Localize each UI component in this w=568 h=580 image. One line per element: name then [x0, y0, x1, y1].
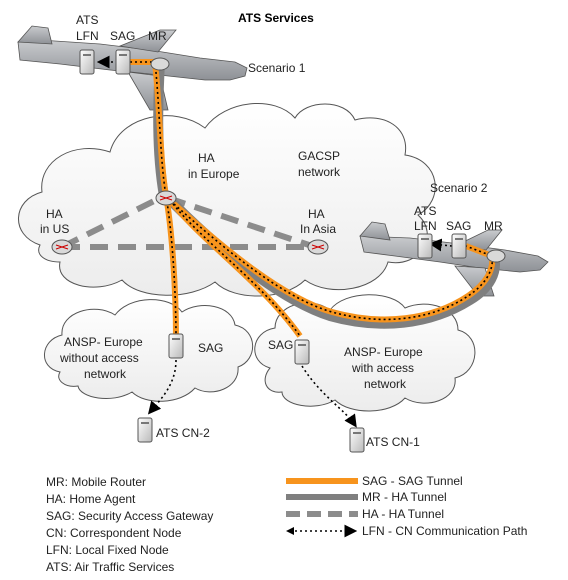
abbreviations-list: MR: Mobile Router HA: Home Agent SAG: Se…	[46, 475, 213, 574]
ha-europe-to-asia-tunnel	[167, 195, 316, 250]
legend: SAG - SAG Tunnel MR - HA Tunnel HA - HA …	[286, 474, 527, 538]
sag2-server-icon	[451, 233, 467, 259]
gacsp-network-cloud	[18, 103, 436, 297]
ha-asia-line2: In Asia	[300, 222, 336, 236]
lfn-cn-paths	[96, 55, 494, 428]
ha-europe-line2: in Europe	[188, 167, 240, 181]
ansp-left-sag-label: SAG	[198, 341, 223, 355]
sag-to-cn2-arrow	[147, 359, 177, 415]
scenario1-mr-label: MR	[148, 29, 167, 43]
cn2-server-icon	[137, 417, 153, 443]
ansp-right-line2: with access	[351, 361, 414, 375]
ha-us-line2: in US	[40, 222, 69, 236]
scenario2-label: Scenario 2	[430, 181, 488, 195]
abbrev-item: SAG: Security Access Gateway	[46, 509, 213, 523]
scenario2-lfn-label: LFN	[414, 219, 437, 233]
scenario2-sag-label: SAG	[446, 219, 471, 233]
legend-label: SAG - SAG Tunnel	[362, 474, 463, 488]
ansp-right-line3: network	[364, 377, 407, 391]
ansp-left-line1: ANSP- Europe	[64, 335, 143, 349]
scenario1-label: Scenario 1	[248, 61, 306, 75]
sag-to-cn1-arrow	[301, 365, 357, 428]
ha-us-router-icon	[51, 239, 73, 255]
cn1-label: ATS CN-1	[366, 435, 420, 449]
ansp-right-sag-label: SAG	[268, 338, 293, 352]
mr2-router-icon	[486, 249, 506, 263]
sag-ansp-right-server-icon	[294, 339, 310, 365]
abbrev-item: LFN: Local Fixed Node	[46, 543, 169, 557]
devices	[51, 49, 506, 453]
ha-europe-line1: HA	[198, 151, 215, 165]
ansp-left-line2: without access	[59, 351, 139, 365]
gacsp-line1: GACSP	[298, 149, 340, 163]
scenario1-lfn-label: LFN	[76, 29, 99, 43]
cn1-server-icon	[349, 427, 365, 453]
mr1-router-icon	[150, 57, 170, 71]
ansp-right-line1: ANSP- Europe	[344, 345, 423, 359]
ansp-left-line3: network	[84, 367, 127, 381]
diagram-title: ATS Services	[238, 11, 314, 25]
ansp-europe-without-access-cloud	[44, 299, 254, 402]
legend-label: LFN - CN Communication Path	[362, 524, 527, 538]
sag-ansp-left-server-icon	[168, 333, 184, 359]
gacsp-line2: network	[298, 165, 341, 179]
sag1-server-icon	[115, 49, 131, 75]
ha-us-line1: HA	[46, 207, 63, 221]
cn2-label: ATS CN-2	[156, 426, 210, 440]
scenario1-ats-label: ATS	[76, 13, 98, 27]
abbrev-item: MR: Mobile Router	[46, 475, 146, 489]
scenario1-sag-label: SAG	[110, 29, 135, 43]
sag2-to-lfn2-arrow	[428, 238, 453, 252]
scenario2-ats-label: ATS	[414, 204, 436, 218]
lfn1-server-icon	[79, 49, 95, 75]
ha-asia-line1: HA	[308, 207, 325, 221]
ha-us-to-europe-tunnel	[60, 195, 162, 250]
abbrev-item: CN: Correspondent Node	[46, 526, 182, 540]
legend-label: HA - HA Tunnel	[362, 507, 444, 521]
ha-ha-tunnels	[60, 195, 316, 250]
scenario2-mr-label: MR	[484, 219, 503, 233]
abbrev-item: HA: Home Agent	[46, 492, 136, 506]
ha-asia-router-icon	[307, 239, 329, 255]
lfn2-cn-path	[173, 203, 494, 321]
lfn2-server-icon	[417, 233, 433, 259]
abbrev-item: ATS: Air Traffic Services	[46, 560, 174, 574]
ha-europe-router-icon	[155, 190, 177, 206]
legend-label: MR - HA Tunnel	[362, 490, 447, 504]
